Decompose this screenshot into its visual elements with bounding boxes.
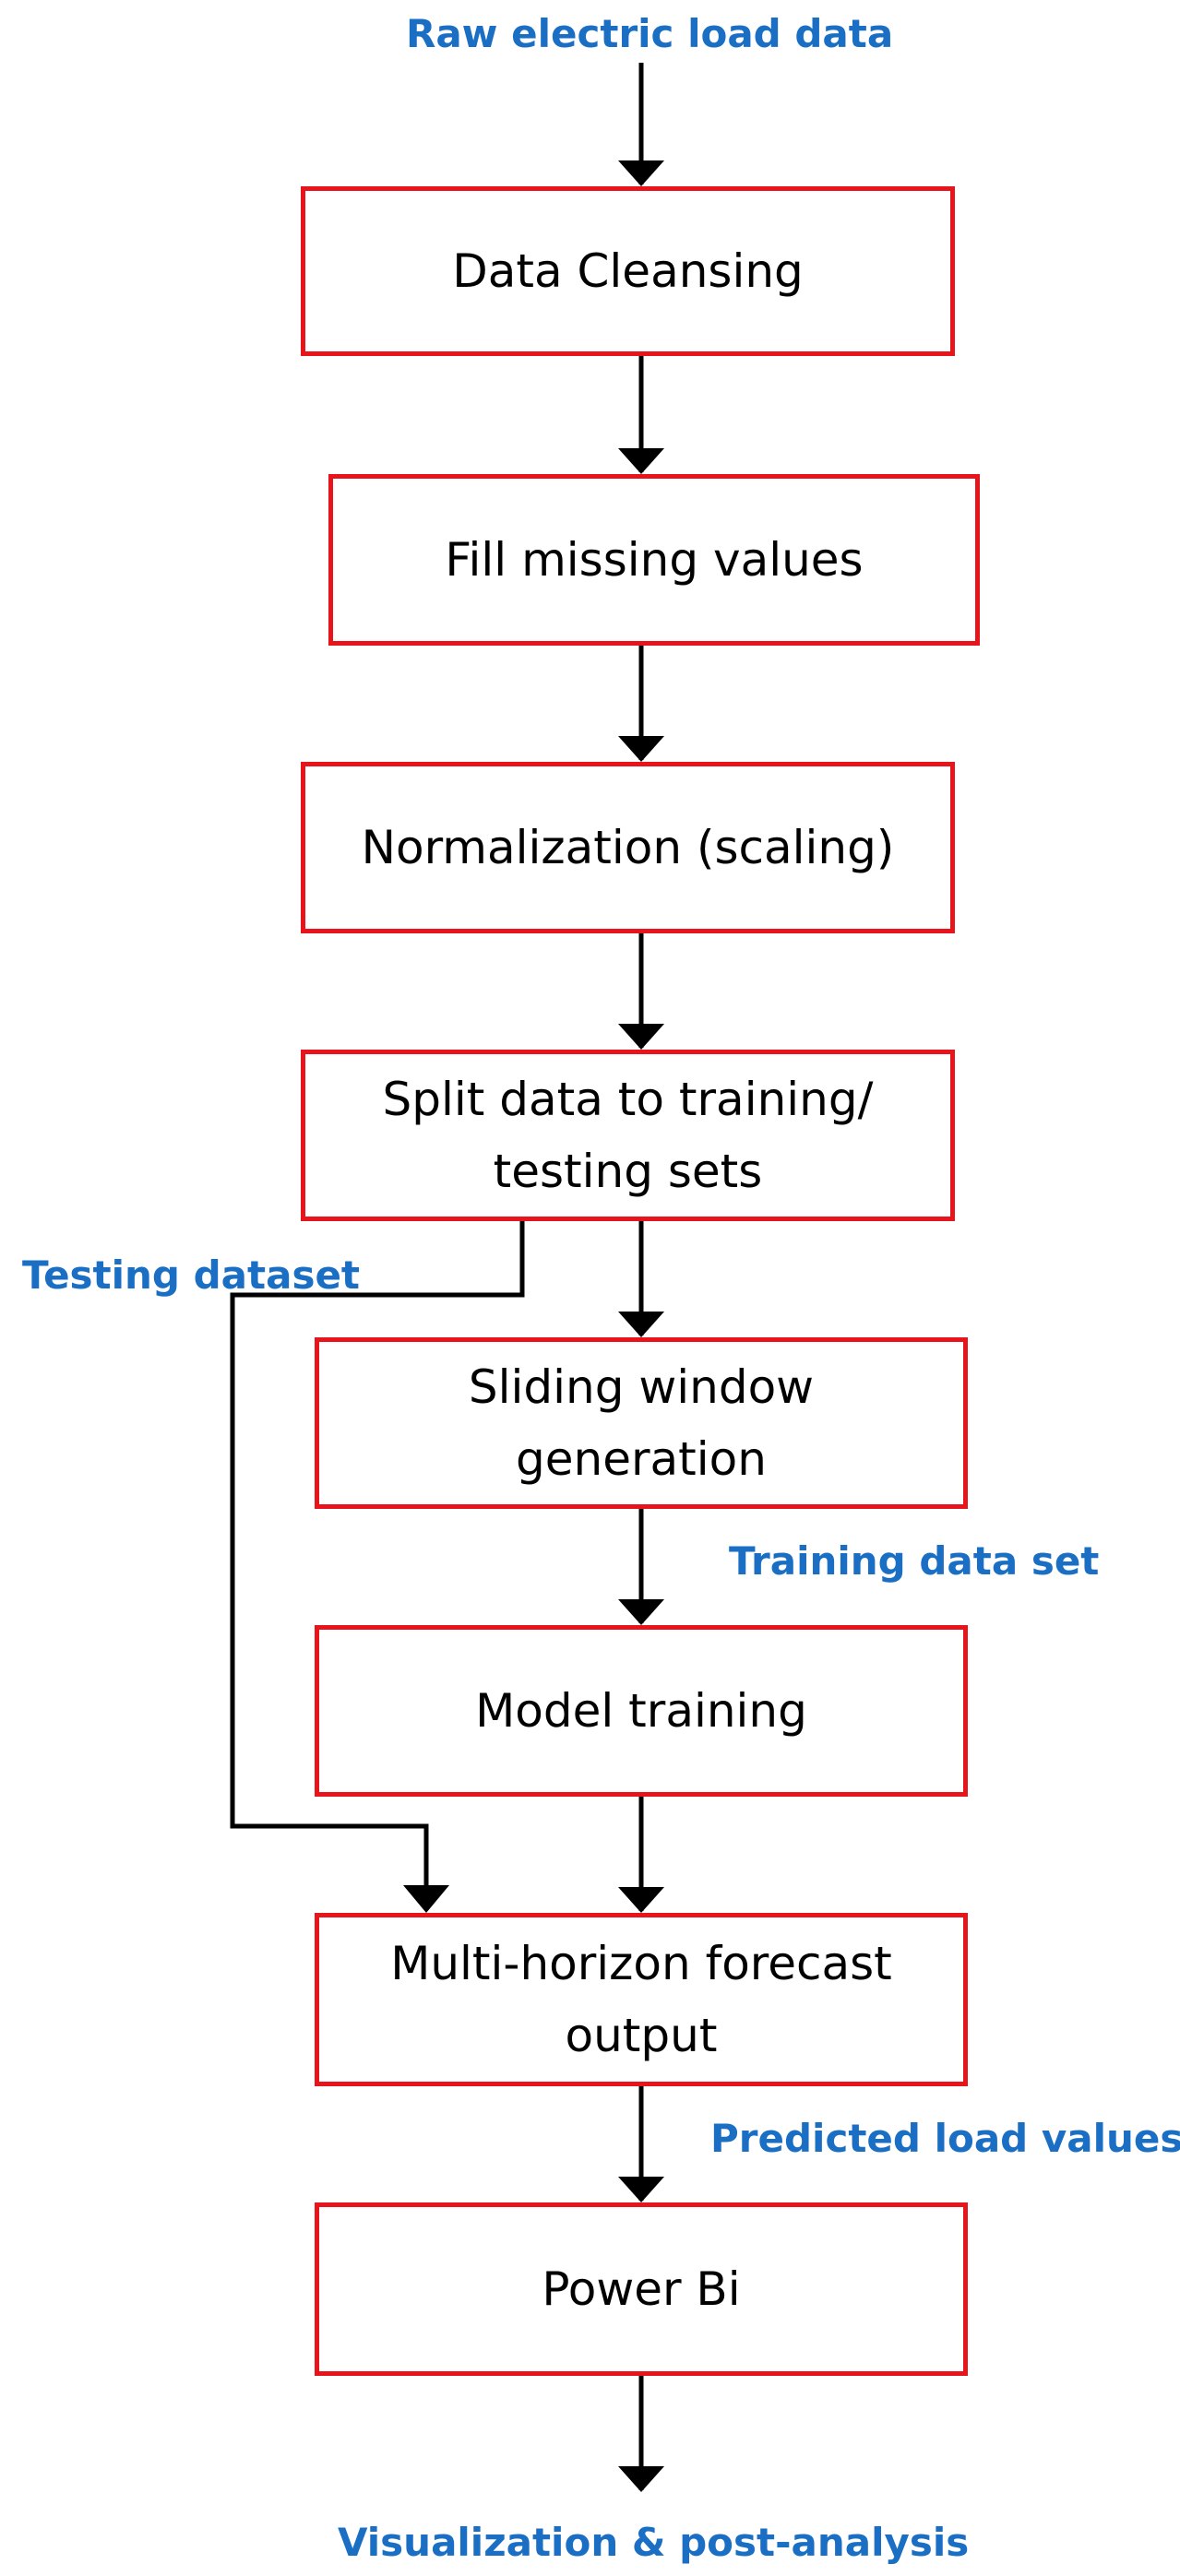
step-power-bi-label: Power Bi [542, 2262, 741, 2316]
arrowhead-training [618, 1599, 664, 1625]
step-sliding-window-label: Sliding window generation [468, 1360, 815, 1486]
step-normalization: Normalization (scaling) [301, 762, 955, 933]
arrowhead-fill [618, 448, 664, 474]
label-raw-input: Raw electric load data [406, 11, 894, 56]
step-data-cleansing-label: Data Cleansing [452, 244, 804, 298]
arrowhead-sliding [618, 1312, 664, 1337]
step-normalization-label: Normalization (scaling) [361, 821, 895, 874]
step-power-bi: Power Bi [315, 2202, 968, 2376]
arrowhead-testing-bypass [403, 1885, 449, 1913]
label-training-data-set: Training data set [729, 1538, 1100, 1584]
arrowhead-output [618, 2466, 664, 2492]
step-data-cleansing: Data Cleansing [301, 186, 955, 356]
step-forecast-output: Multi-horizon forecast output [315, 1913, 968, 2086]
arrowhead-cleansing [618, 160, 664, 186]
arrowhead-split [618, 1024, 664, 1050]
testing-bypass-line [230, 1221, 525, 1891]
step-fill-missing-values-label: Fill missing values [445, 533, 864, 587]
step-fill-missing-values: Fill missing values [328, 474, 980, 646]
arrowhead-forecast [618, 1887, 664, 1913]
step-split-data-label: Split data to training/ testing sets [382, 1073, 874, 1198]
label-output: Visualization & post-analysis [338, 2520, 970, 2565]
arrowhead-normalization [618, 736, 664, 762]
step-forecast-output-label: Multi-horizon forecast output [390, 1937, 892, 2062]
step-split-data: Split data to training/ testing sets [301, 1050, 955, 1221]
label-testing-dataset: Testing dataset [22, 1252, 361, 1298]
step-model-training-label: Model training [475, 1684, 807, 1738]
arrowhead-powerbi [618, 2177, 664, 2202]
label-predicted-load-values: Predicted load values [710, 2116, 1180, 2161]
step-model-training: Model training [315, 1625, 968, 1797]
step-sliding-window: Sliding window generation [315, 1337, 968, 1509]
